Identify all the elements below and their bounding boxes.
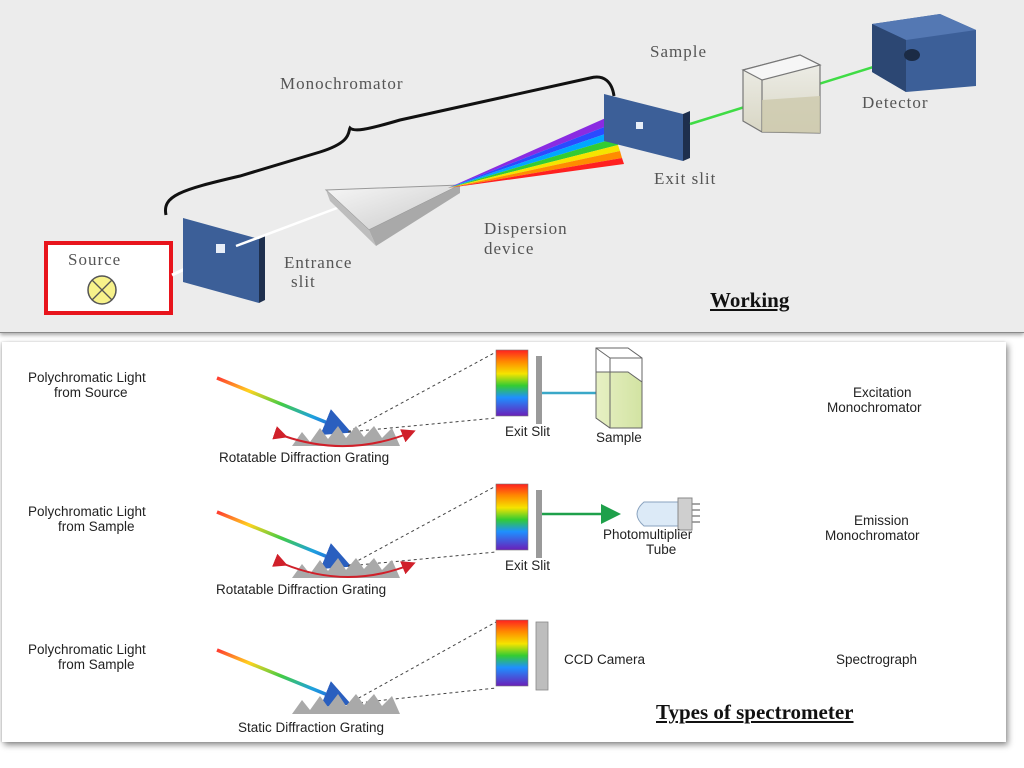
entrance-slit-label-1: Entrance	[284, 253, 352, 272]
row3-grating-label: Static Diffraction Grating	[238, 720, 384, 735]
photomultiplier-icon	[636, 497, 700, 531]
row2-target-label-2: Tube	[646, 542, 676, 557]
row1-incident-beam	[216, 376, 352, 436]
source-label: Source	[68, 250, 121, 269]
row3-grating	[292, 694, 400, 714]
row2-rotation-arrow	[272, 553, 416, 578]
row3-light-label-1: Polychromatic Light	[28, 642, 146, 657]
row1-mode-label-2: Monochromator	[827, 400, 922, 415]
row-emission: Polychromatic Light from Sample Rotatabl…	[28, 483, 920, 597]
row2-mode-label-2: Monochromator	[825, 528, 920, 543]
row1-exit-slit	[536, 356, 542, 424]
prism	[324, 184, 461, 246]
row-excitation: Polychromatic Light from Source Rotatabl…	[28, 347, 922, 465]
row1-cuvette	[595, 347, 643, 429]
row3-target-label: CCD Camera	[564, 652, 646, 667]
row1-slit-label: Exit Slit	[505, 424, 550, 439]
monochromator-brace	[163, 75, 616, 216]
row1-spectrum	[495, 349, 529, 417]
spectrum-fan	[448, 117, 624, 188]
exit-slit-label: Exit slit	[654, 169, 716, 188]
row2-light-label-1: Polychromatic Light	[28, 504, 146, 519]
row2-incident-beam	[216, 510, 352, 570]
row2-light-label-2: from Sample	[58, 519, 135, 534]
row2-exit-slit	[536, 490, 542, 558]
white-beam-2	[235, 203, 346, 248]
types-panel: Polychromatic Light from Source Rotatabl…	[2, 342, 1006, 742]
row1-light-label-1: Polychromatic Light	[28, 370, 146, 385]
working-panel: Source Entrance slit Dispersion device	[0, 0, 1024, 333]
lamp-icon	[87, 275, 117, 305]
types-diagram: Polychromatic Light from Source Rotatabl…	[28, 347, 922, 735]
row2-grating	[292, 558, 400, 578]
sample-label: Sample	[650, 42, 707, 61]
working-caption: Working	[710, 288, 790, 312]
row1-light-label-2: from Source	[54, 385, 128, 400]
types-caption: Types of spectrometer	[656, 700, 854, 724]
cuvette	[741, 54, 822, 134]
working-diagram: Source Entrance slit Dispersion device	[44, 14, 976, 315]
detector	[872, 14, 976, 92]
row2-spectrum	[495, 483, 529, 551]
row3-mode-label: Spectrograph	[836, 652, 917, 667]
row2-target-label-1: Photomultiplier	[603, 527, 693, 542]
dispersion-label-2: device	[484, 239, 534, 258]
row2-slit-label: Exit Slit	[505, 558, 550, 573]
row3-incident-beam	[216, 648, 352, 708]
entrance-slit-label-2: slit	[291, 272, 316, 291]
row2-grating-label: Rotatable Diffraction Grating	[216, 582, 386, 597]
detector-label: Detector	[862, 93, 929, 112]
row3-light-label-2: from Sample	[58, 657, 135, 672]
row1-grating-label: Rotatable Diffraction Grating	[219, 450, 389, 465]
exit-slit	[604, 94, 690, 161]
monochromator-label: Monochromator	[280, 74, 403, 93]
row1-target-label: Sample	[596, 430, 642, 445]
ccd-camera-panel	[535, 621, 549, 691]
dispersion-label-1: Dispersion	[484, 219, 568, 238]
row1-rotation-arrow	[272, 426, 416, 447]
row2-mode-label-1: Emission	[854, 513, 909, 528]
row3-spectrum	[495, 619, 529, 687]
entrance-slit	[183, 218, 265, 303]
row1-mode-label-1: Excitation	[853, 385, 912, 400]
row-spectrograph: Polychromatic Light from Sample Static D…	[28, 619, 917, 735]
